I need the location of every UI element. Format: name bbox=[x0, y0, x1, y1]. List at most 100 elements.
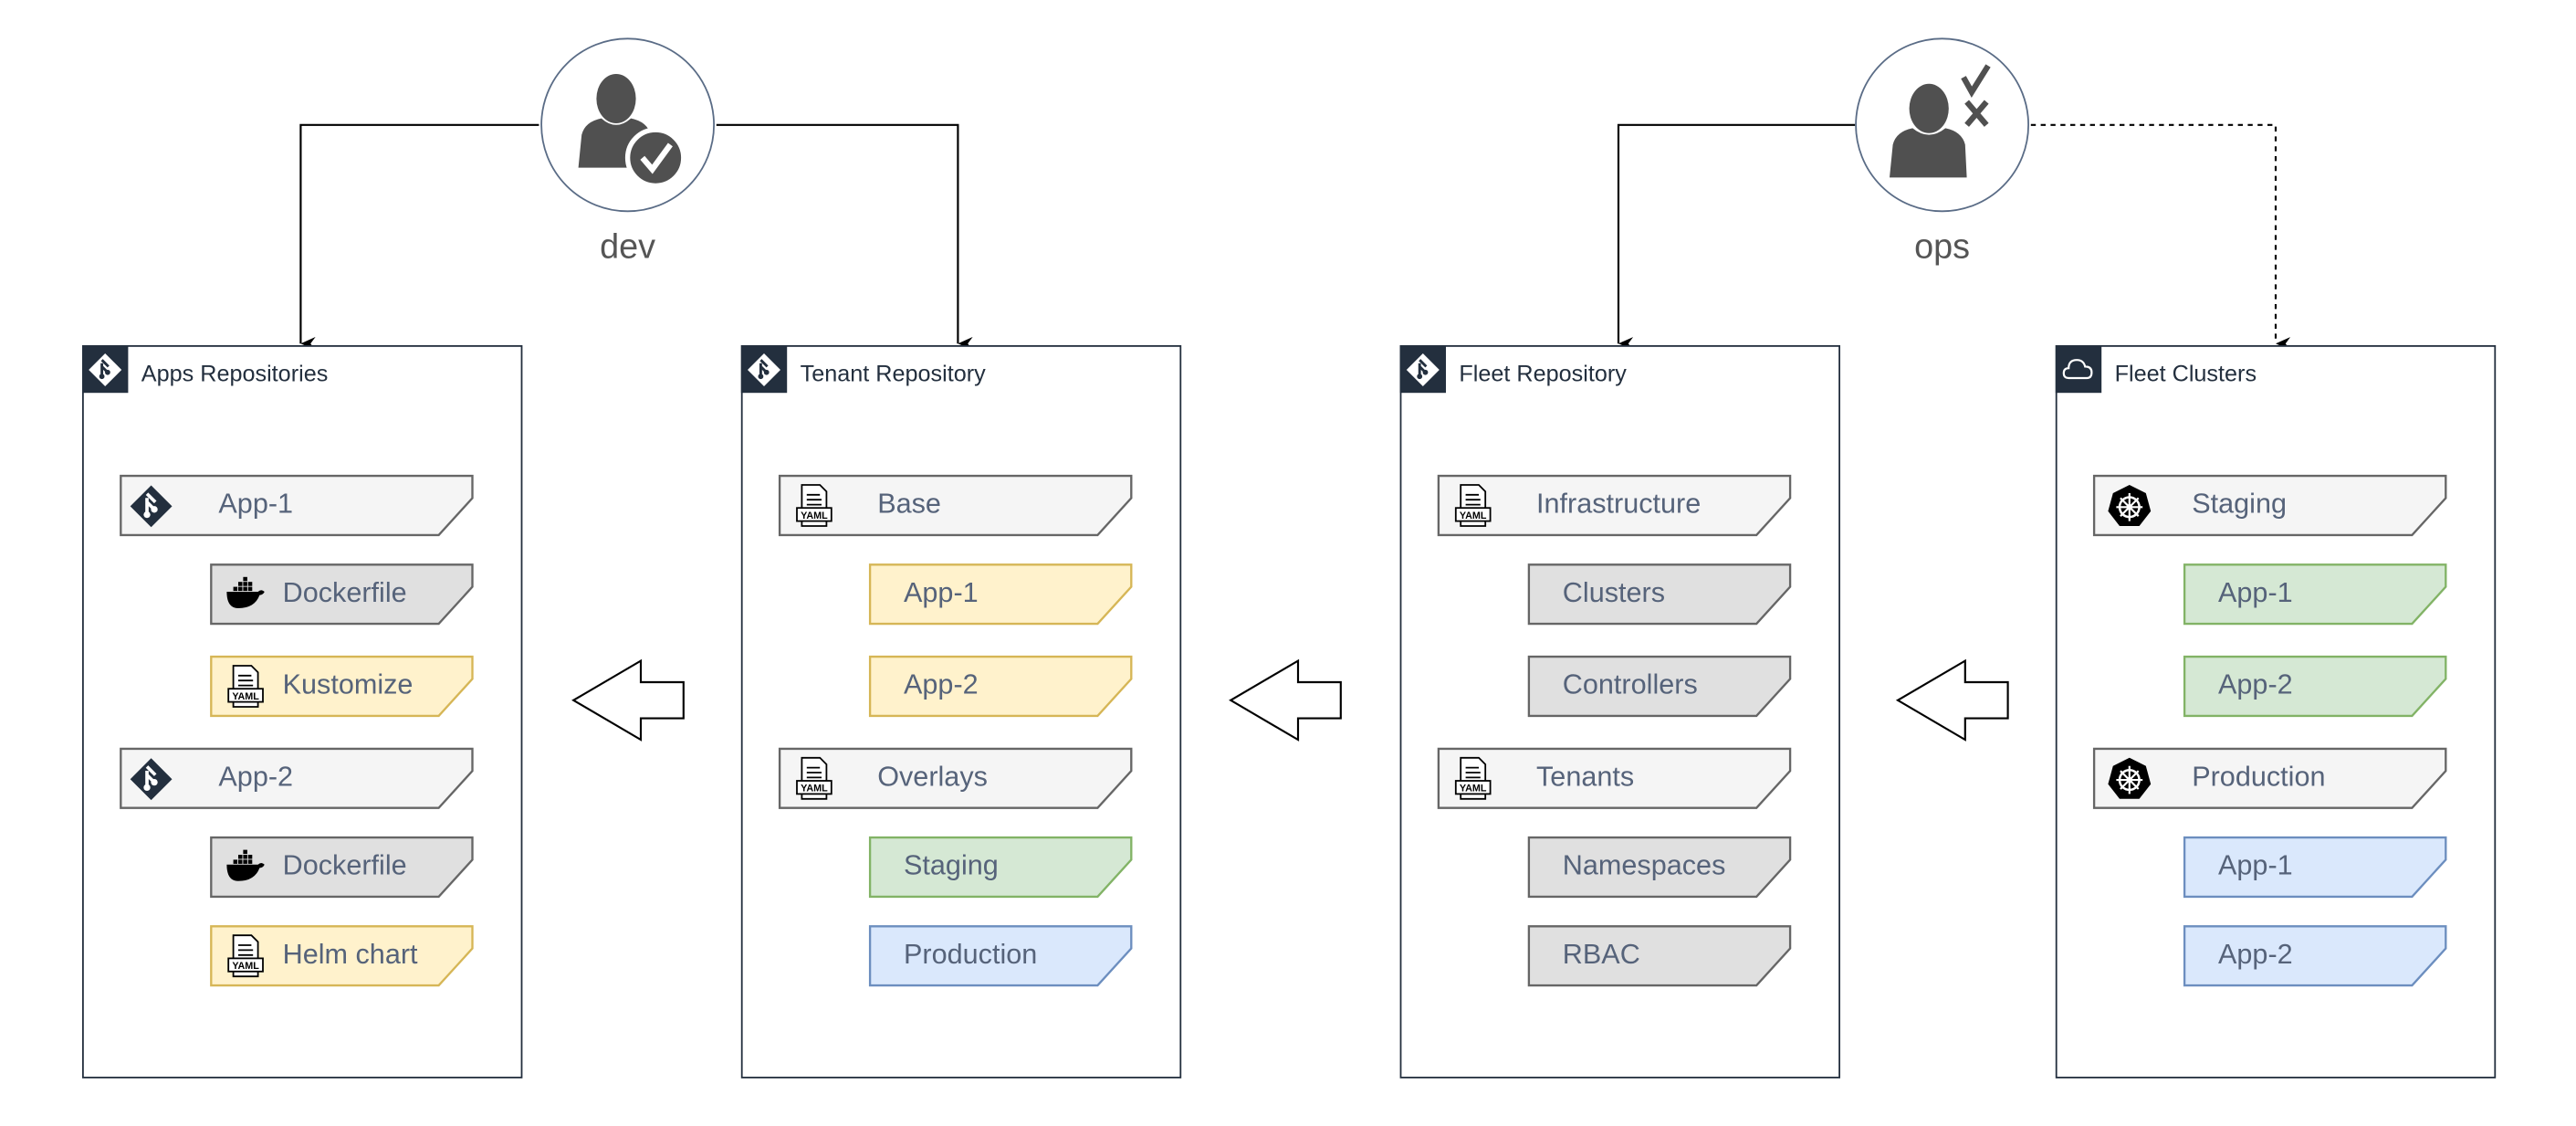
item-shape bbox=[778, 747, 1133, 809]
item-shape bbox=[210, 836, 474, 899]
item-label: App-1 bbox=[2218, 849, 2293, 881]
item-label: Kustomize bbox=[282, 668, 414, 700]
item-label: App-1 bbox=[2218, 576, 2293, 608]
yaml-icon: YAML bbox=[1450, 483, 1496, 529]
item-shape bbox=[210, 655, 474, 718]
container-title: Fleet Repository bbox=[1459, 360, 1627, 386]
item-shape bbox=[2092, 747, 2447, 809]
group-item[interactable]: Staging bbox=[2092, 474, 2447, 537]
list-item[interactable]: App-2 bbox=[2183, 655, 2447, 718]
item-label: Overlays bbox=[877, 761, 988, 793]
container-title: Tenant Repository bbox=[800, 360, 986, 386]
yaml-icon: YAML bbox=[1450, 756, 1496, 802]
list-item[interactable]: RBAC bbox=[1527, 925, 1792, 987]
list-item[interactable]: App-1 bbox=[2183, 563, 2447, 626]
dev-to-tenant-connector bbox=[716, 123, 973, 351]
item-shape bbox=[868, 836, 1133, 899]
item-shape bbox=[1437, 474, 1792, 537]
list-item[interactable]: YAML Kustomize bbox=[210, 655, 474, 718]
item-label: Staging bbox=[904, 849, 999, 881]
git-icon bbox=[128, 483, 173, 529]
list-item[interactable]: Controllers bbox=[1527, 655, 1792, 718]
item-label: Dockerfile bbox=[282, 576, 407, 608]
item-label: App-1 bbox=[904, 576, 979, 608]
svg-text:YAML: YAML bbox=[801, 784, 828, 795]
list-item[interactable]: App-1 bbox=[868, 563, 1133, 626]
item-shape bbox=[868, 925, 1133, 987]
cloud-icon bbox=[2055, 345, 2102, 394]
docker-icon bbox=[224, 845, 269, 890]
item-label: App-1 bbox=[218, 488, 294, 520]
group-item[interactable]: App-2 bbox=[120, 747, 474, 809]
git-icon bbox=[82, 345, 129, 394]
dev-label: dev bbox=[600, 228, 656, 267]
svg-text:YAML: YAML bbox=[232, 961, 259, 972]
item-label: RBAC bbox=[1562, 938, 1640, 970]
yaml-icon: YAML bbox=[792, 483, 838, 529]
group-item[interactable]: YAML Base bbox=[778, 474, 1133, 537]
list-item[interactable]: Production bbox=[868, 925, 1133, 987]
git-icon bbox=[740, 345, 788, 394]
yaml-icon: YAML bbox=[224, 933, 269, 979]
item-shape bbox=[2092, 474, 2447, 537]
item-label: Clusters bbox=[1562, 576, 1666, 608]
group-item[interactable]: YAML Overlays bbox=[778, 747, 1133, 809]
item-shape bbox=[868, 655, 1133, 718]
item-label: Namespaces bbox=[1562, 849, 1726, 881]
item-shape bbox=[210, 563, 474, 626]
item-shape bbox=[2183, 836, 2447, 899]
git-icon bbox=[1399, 345, 1446, 394]
item-shape bbox=[778, 474, 1133, 537]
item-label: App-2 bbox=[2218, 938, 2293, 970]
list-item[interactable]: Staging bbox=[868, 836, 1133, 899]
item-shape bbox=[210, 925, 474, 987]
ops-actor[interactable] bbox=[1855, 37, 2029, 213]
yaml-icon: YAML bbox=[792, 756, 838, 802]
item-label: App-2 bbox=[218, 761, 294, 793]
user-approve-reject-icon bbox=[1890, 64, 1991, 178]
list-item[interactable]: App-2 bbox=[2183, 925, 2447, 987]
list-item[interactable]: Namespaces bbox=[1527, 836, 1792, 899]
svg-text:YAML: YAML bbox=[801, 510, 828, 521]
list-item[interactable]: App-2 bbox=[868, 655, 1133, 718]
list-item[interactable]: Clusters bbox=[1527, 563, 1792, 626]
item-label: Production bbox=[2192, 761, 2326, 793]
item-label: App-2 bbox=[2218, 668, 2293, 700]
group-item[interactable]: YAML Tenants bbox=[1437, 747, 1792, 809]
item-shape bbox=[2183, 563, 2447, 626]
item-shape bbox=[1527, 836, 1792, 899]
item-shape bbox=[2183, 655, 2447, 718]
kubernetes-icon bbox=[2107, 756, 2152, 802]
item-label: Tenants bbox=[1536, 761, 1635, 793]
item-shape bbox=[1527, 655, 1792, 718]
ops-label: ops bbox=[1914, 228, 1971, 267]
item-shape bbox=[120, 474, 474, 537]
item-label: Production bbox=[904, 938, 1038, 970]
item-label: Controllers bbox=[1562, 668, 1698, 700]
item-shape bbox=[120, 747, 474, 809]
dev-to-apps-connector bbox=[299, 123, 539, 351]
group-item[interactable]: App-1 bbox=[120, 474, 474, 537]
list-item[interactable]: Dockerfile bbox=[210, 836, 474, 899]
container-title: Fleet Clusters bbox=[2114, 360, 2257, 386]
ops-to-fleet-repo-connector bbox=[1617, 123, 1856, 351]
list-item[interactable]: Dockerfile bbox=[210, 563, 474, 626]
item-label: Dockerfile bbox=[282, 849, 407, 881]
svg-text:YAML: YAML bbox=[1460, 510, 1487, 521]
item-label: Base bbox=[877, 488, 941, 520]
flow-arrow-clusters-to-fleet bbox=[1895, 658, 2009, 742]
item-label: Infrastructure bbox=[1536, 488, 1702, 520]
list-item[interactable]: App-1 bbox=[2183, 836, 2447, 899]
item-shape bbox=[1527, 563, 1792, 626]
dev-actor[interactable] bbox=[540, 37, 715, 213]
group-item[interactable]: Production bbox=[2092, 747, 2447, 809]
group-item[interactable]: YAML Infrastructure bbox=[1437, 474, 1792, 537]
yaml-icon: YAML bbox=[224, 664, 269, 710]
item-label: App-2 bbox=[904, 668, 979, 700]
item-shape bbox=[1437, 747, 1792, 809]
kubernetes-icon bbox=[2107, 483, 2152, 529]
svg-text:YAML: YAML bbox=[1460, 784, 1487, 795]
